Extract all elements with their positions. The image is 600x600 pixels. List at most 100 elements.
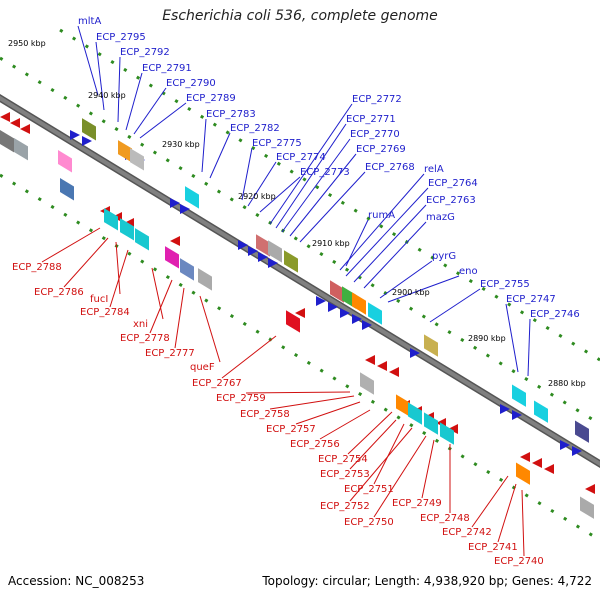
forward-label-leader bbox=[201, 118, 207, 173]
feature-block bbox=[14, 138, 28, 161]
forward-label-leader bbox=[247, 161, 277, 207]
reverse-label-leader bbox=[151, 267, 164, 320]
forward-gene-label: ECP_2775 bbox=[252, 138, 302, 149]
reverse-label-leader bbox=[295, 401, 361, 425]
forward-label-leader bbox=[281, 138, 351, 233]
forward-gene-label: ECP_2769 bbox=[356, 144, 406, 155]
forward-label-leader bbox=[353, 204, 427, 283]
forward-gene-arrow bbox=[316, 296, 326, 306]
reverse-gene-label: queF bbox=[190, 362, 215, 373]
forward-label-leader bbox=[379, 260, 433, 299]
feature-block bbox=[60, 178, 74, 201]
reverse-label-leader bbox=[199, 295, 221, 363]
reverse-label-leader bbox=[149, 279, 173, 334]
feature-layer bbox=[0, 112, 595, 519]
reverse-gene-label: ECP_2749 bbox=[392, 498, 442, 509]
feature-block bbox=[360, 372, 374, 395]
forward-gene-arrow bbox=[70, 130, 80, 140]
reverse-gene-label: ECP_2740 bbox=[494, 556, 544, 567]
feature-block bbox=[352, 292, 366, 315]
reverse-gene-label: ECP_2742 bbox=[442, 527, 492, 538]
forward-label-leader bbox=[299, 171, 366, 243]
reverse-label-leader bbox=[245, 391, 351, 394]
reverse-gene-label: ECP_2777 bbox=[145, 348, 195, 359]
forward-gene-arrow bbox=[352, 314, 362, 324]
backbone-line bbox=[0, 95, 600, 467]
reverse-label-leader bbox=[349, 419, 397, 470]
forward-gene-arrow bbox=[340, 308, 350, 318]
forward-label-leader bbox=[139, 102, 187, 139]
forward-gene-arrow bbox=[328, 302, 338, 312]
reverse-gene-arrow bbox=[170, 236, 180, 246]
forward-gene-label: ECP_2783 bbox=[206, 109, 256, 120]
forward-gene-arrow bbox=[572, 446, 582, 456]
feature-block bbox=[104, 208, 118, 231]
forward-gene-arrow bbox=[410, 348, 420, 358]
feature-block bbox=[516, 462, 530, 485]
reverse-gene-arrow bbox=[295, 308, 305, 318]
feature-block bbox=[0, 130, 14, 153]
forward-label-leader bbox=[241, 147, 253, 201]
feature-block bbox=[512, 384, 526, 407]
reverse-gene-arrow bbox=[585, 484, 595, 494]
reverse-label-leader bbox=[349, 427, 413, 502]
forward-gene-arrow bbox=[362, 320, 372, 330]
feature-block bbox=[534, 400, 548, 423]
forward-label-leader bbox=[269, 103, 353, 225]
forward-gene-arrow bbox=[180, 204, 190, 214]
forward-gene-label: mltA bbox=[78, 16, 101, 27]
reverse-gene-arrow bbox=[0, 112, 10, 122]
reverse-label-leader bbox=[421, 439, 435, 499]
forward-gene-arrow bbox=[500, 404, 510, 414]
reverse-gene-label: ECP_2753 bbox=[320, 469, 370, 480]
feature-block bbox=[82, 118, 96, 141]
reverse-gene-label: ECP_2784 bbox=[80, 307, 130, 318]
feature-block bbox=[368, 302, 382, 325]
forward-gene-label: ECP_2764 bbox=[428, 178, 478, 189]
tick-label: 2890 kbp bbox=[468, 334, 506, 343]
feature-block bbox=[408, 402, 422, 425]
forward-label-leader bbox=[363, 221, 427, 289]
forward-gene-label: ECP_2773 bbox=[300, 167, 350, 178]
forward-label-leader bbox=[95, 41, 105, 111]
reverse-gene-arrow bbox=[544, 464, 554, 474]
genome-backbone bbox=[0, 93, 600, 469]
reverse-gene-label: xni bbox=[133, 319, 148, 330]
feature-block bbox=[440, 422, 454, 445]
forward-gene-label: ECP_2770 bbox=[350, 129, 400, 140]
forward-label-leader bbox=[77, 25, 99, 96]
reverse-label-leader bbox=[471, 475, 509, 528]
forward-gene-arrow bbox=[560, 440, 570, 450]
reverse-gene-arrow bbox=[365, 355, 375, 365]
forward-label-leader bbox=[505, 303, 519, 373]
feature-block bbox=[396, 394, 410, 417]
feature-block bbox=[180, 258, 194, 281]
label-leaders bbox=[41, 25, 531, 557]
forward-gene-label: mazG bbox=[426, 212, 455, 223]
reverse-gene-arrow bbox=[377, 361, 387, 371]
forward-label-leader bbox=[289, 153, 357, 237]
forward-gene-label: ECP_2747 bbox=[506, 294, 556, 305]
reverse-gene-label: ECP_2748 bbox=[420, 513, 470, 524]
forward-label-leader bbox=[339, 173, 425, 271]
forward-label-leader bbox=[117, 56, 121, 123]
feature-block bbox=[330, 280, 344, 303]
forward-gene-label: ECP_2772 bbox=[352, 94, 402, 105]
forward-label-leader bbox=[133, 87, 167, 135]
tick-label: 2900 kbp bbox=[392, 288, 430, 297]
feature-block bbox=[575, 420, 589, 443]
forward-gene-arrow bbox=[512, 410, 522, 420]
forward-gene-label: ECP_2790 bbox=[166, 78, 216, 89]
forward-label-leader bbox=[345, 219, 369, 267]
reverse-label-leader bbox=[319, 409, 371, 440]
forward-gene-label: ECP_2755 bbox=[480, 279, 530, 290]
feature-block bbox=[424, 412, 438, 435]
forward-gene-label: ECP_2795 bbox=[96, 32, 146, 43]
reverse-label-leader bbox=[497, 483, 517, 543]
reverse-gene-label: ECP_2757 bbox=[266, 424, 316, 435]
feature-block bbox=[130, 148, 144, 171]
forward-label-leader bbox=[387, 275, 460, 303]
reverse-label-leader bbox=[221, 335, 277, 379]
feature-block bbox=[185, 186, 199, 209]
forward-label-leader bbox=[345, 187, 429, 277]
